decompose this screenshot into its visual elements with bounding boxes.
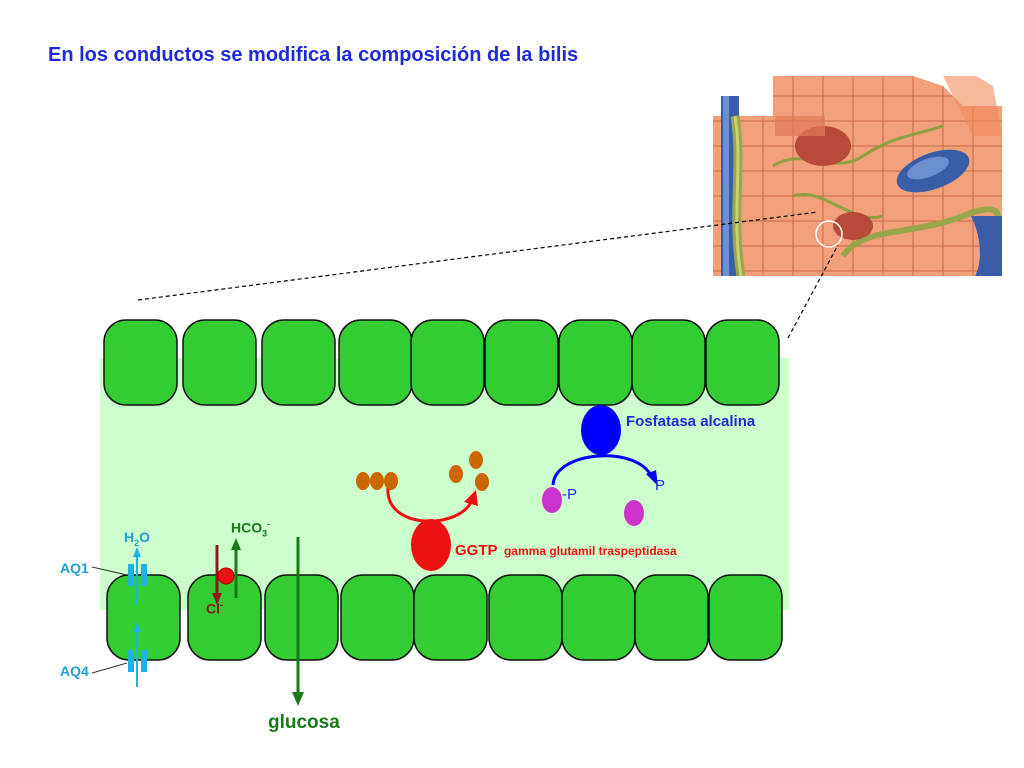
epithelial-cell — [634, 574, 709, 661]
dephosphorylated-product — [624, 500, 644, 526]
epithelial-cell — [338, 319, 413, 406]
cl-hco3-exchanger — [217, 567, 235, 585]
epithelial-cell — [182, 319, 257, 406]
water-arrowhead-lower — [133, 622, 141, 632]
epithelial-cell — [561, 574, 636, 661]
ggtp-reaction-arrow — [386, 487, 474, 523]
water-arrowhead-upper — [133, 547, 141, 557]
glutamyl-peptide — [356, 472, 398, 490]
epithelial-cell — [340, 574, 415, 661]
aq1-leader-line — [91, 566, 128, 576]
zoom-line-right — [787, 244, 839, 339]
h2o-label: H2O — [124, 529, 151, 548]
aq4-channel — [128, 650, 147, 672]
epithelial-cell — [106, 574, 181, 661]
epithelial-cell — [187, 574, 262, 661]
cl-arrowhead — [212, 593, 222, 605]
aq1-channel — [128, 564, 147, 586]
ggtp-abbrev: GGTP — [455, 542, 498, 559]
epithelial-cell — [261, 319, 336, 406]
ggtp-arrowhead — [464, 490, 478, 506]
phosphate-right-label: P — [655, 477, 666, 494]
hco3-label: HCO3- — [231, 519, 271, 539]
glucosa-arrowhead — [292, 692, 304, 706]
phosphorylated-substrate — [542, 487, 562, 513]
zoom-line-left — [137, 211, 819, 301]
epithelial-cell — [705, 319, 780, 406]
bottom-cell-row — [106, 574, 783, 661]
page-title: En los conductos se modifica la composic… — [48, 44, 579, 66]
hco3-arrowhead — [231, 538, 241, 550]
ggtp-description: gamma glutamil traspeptidasa — [503, 544, 677, 558]
fosfatasa-reaction-arrow — [551, 454, 654, 486]
epithelial-cell — [488, 574, 563, 661]
cleaved-peptide — [449, 451, 489, 491]
liver-histology-image — [713, 76, 1002, 276]
epithelial-cell — [413, 574, 488, 661]
top-cell-row — [103, 319, 780, 406]
phosphate-left-label: -P — [562, 486, 577, 503]
epithelial-cell — [708, 574, 783, 661]
fosfatasa-label: Fosfatasa alcalina — [626, 413, 756, 430]
fosfatasa-arrowhead — [646, 470, 658, 486]
epithelial-cell — [103, 319, 178, 406]
epithelial-cell — [484, 319, 559, 406]
epithelial-cell — [410, 319, 485, 406]
ggtp-enzyme — [411, 519, 451, 571]
glucosa-label: glucosa — [268, 712, 340, 733]
epithelial-cell — [264, 574, 339, 661]
epithelial-cell — [558, 319, 633, 406]
ggtp-label: GGTP gamma glutamil traspeptidasa — [455, 542, 677, 560]
epithelial-cell — [631, 319, 706, 406]
aq4-label: AQ4 — [60, 663, 89, 679]
fosfatasa-enzyme — [581, 405, 621, 455]
cl-label: Cl- — [206, 600, 223, 617]
aq4-leader-line — [91, 662, 128, 674]
aq1-label: AQ1 — [60, 560, 89, 576]
